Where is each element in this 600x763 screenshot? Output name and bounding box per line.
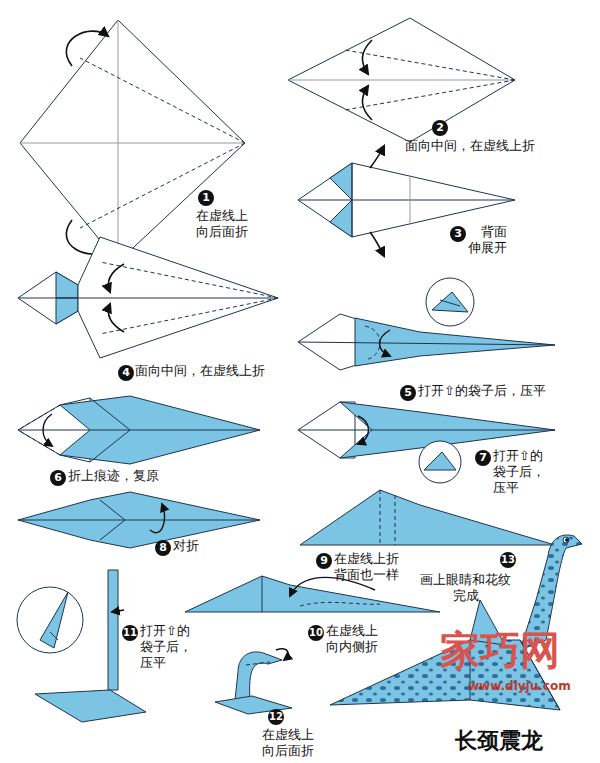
step-instruction: 打开⇧的袋子后，压平	[418, 383, 546, 399]
callout-number: 3	[450, 226, 466, 242]
callout-number: 6	[50, 470, 66, 486]
callout-number: 2	[432, 120, 448, 136]
step-instruction: 打开⇧的 袋子后，压平	[493, 448, 545, 496]
callout-number: 4	[118, 365, 134, 381]
callout-number: 9	[316, 553, 332, 569]
title: 长颈震龙	[455, 728, 543, 754]
callout-number: 8	[155, 540, 171, 556]
step-instruction: 面向中间，在虚线上折	[405, 138, 535, 154]
callout-number: 5	[400, 385, 416, 401]
step-instruction: 打开⇧的 袋子后， 压平	[140, 623, 192, 671]
callout-number: 13	[500, 552, 516, 568]
watermark: 家巧网	[440, 628, 560, 672]
step-instruction: 在虚线上 向后面折	[196, 208, 248, 240]
step-instruction: 对折	[173, 538, 199, 554]
step-instruction: 在虚线上 向后面折	[262, 727, 314, 759]
step-instruction: 面向中间，在虚线上折	[135, 363, 265, 379]
step-instruction: 背面 伸展开	[468, 224, 507, 256]
callout-number: 7	[475, 450, 491, 466]
callout-number: 10	[308, 625, 324, 641]
callout-number: 11	[122, 625, 138, 641]
step-instruction: 在虚线上 向内侧折	[326, 623, 378, 655]
callout-number: 1	[198, 190, 214, 206]
step-instruction: 画上眼睛和花纹 完成	[420, 572, 511, 604]
callout-number: 12	[268, 709, 284, 725]
step-instruction: 折上痕迹，复原	[68, 468, 159, 484]
watermark: www.diyju.com	[468, 680, 571, 693]
step-instruction: 在虚线上折 背面也一样	[334, 551, 399, 583]
